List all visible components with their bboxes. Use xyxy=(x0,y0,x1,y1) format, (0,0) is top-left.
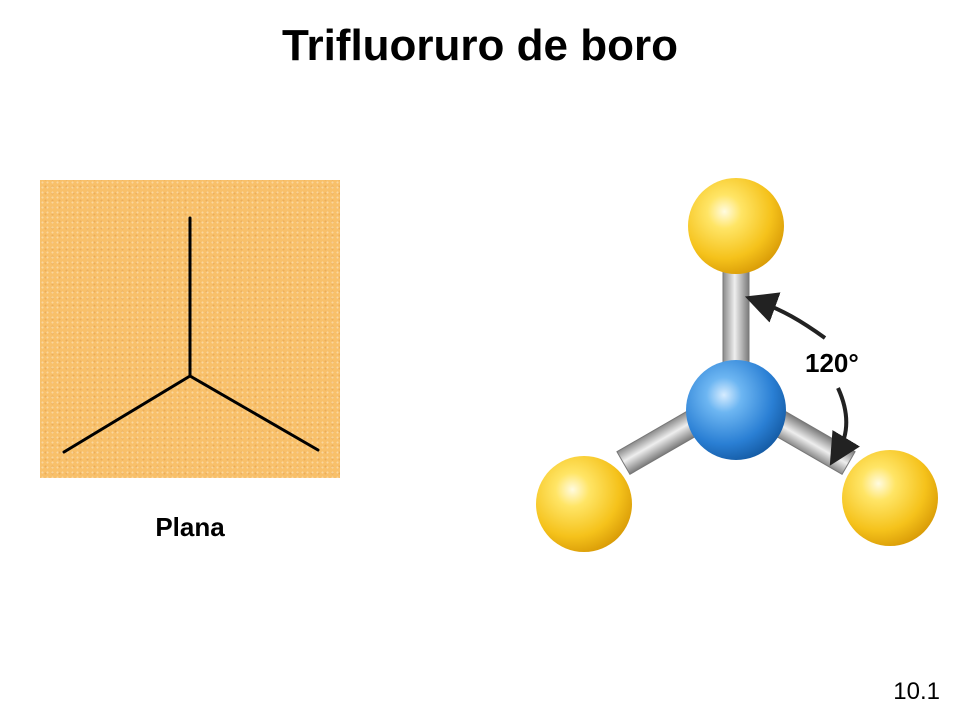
planar-geometry-diagram xyxy=(62,216,320,454)
fluorine-atom-right xyxy=(842,450,938,546)
boron-atom-center xyxy=(686,360,786,460)
angle-arrow-lower xyxy=(829,387,860,466)
planar-geometry-panel xyxy=(40,180,340,478)
planar-bond-left xyxy=(62,374,192,454)
planar-bond-right xyxy=(188,374,320,452)
angle-arrow-upper xyxy=(744,292,827,340)
slide-title: Trifluoruro de boro xyxy=(282,21,678,70)
fluorine-atom-left xyxy=(536,456,632,552)
fluorine-atom-top xyxy=(688,178,784,274)
slide-number: 10.1 xyxy=(893,678,940,705)
geometry-label: Plana xyxy=(155,512,225,542)
bond-angle-label: 120° xyxy=(805,348,859,378)
bf3-ball-and-stick-model: 120° xyxy=(536,178,938,552)
